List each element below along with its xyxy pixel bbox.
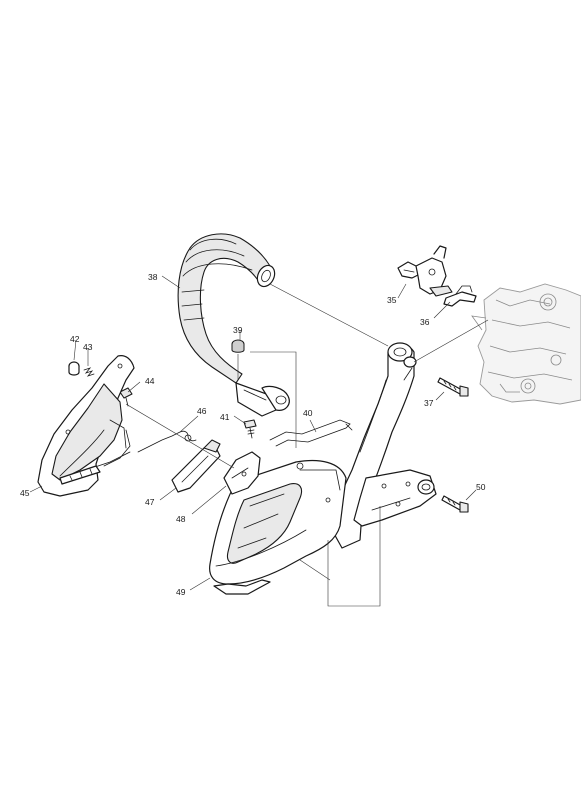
part-50-bolt xyxy=(441,495,469,513)
callout-50: 50 xyxy=(476,482,486,492)
part-37-bolt xyxy=(437,377,469,397)
callout-39: 39 xyxy=(233,325,243,335)
part-45-hand-guard xyxy=(37,355,135,497)
engine-housing-outline xyxy=(471,283,581,405)
part-38-front-handle-bar xyxy=(177,233,290,417)
callout-37: 37 xyxy=(424,398,434,408)
callout-labels: 35 36 37 38 39 40 41 42 43 44 45 46 47 4… xyxy=(20,272,486,597)
callout-43: 43 xyxy=(83,342,93,352)
part-48-guard-plate xyxy=(223,451,261,495)
part-47-latch-lever xyxy=(171,439,221,493)
part-42-bushing xyxy=(68,361,80,376)
part-43-spring xyxy=(83,367,95,377)
part-49-rear-handle-frame xyxy=(209,342,437,595)
callout-38: 38 xyxy=(148,272,158,282)
leader-lines xyxy=(29,275,489,607)
callout-42: 42 xyxy=(70,334,80,344)
part-39-bumper-cap xyxy=(231,339,245,380)
callout-48: 48 xyxy=(176,514,186,524)
callout-41: 41 xyxy=(220,412,230,422)
part-36-lever-clip xyxy=(443,285,477,307)
callout-49: 49 xyxy=(176,587,186,597)
callout-47: 47 xyxy=(145,497,155,507)
callout-36: 36 xyxy=(420,317,430,327)
callout-44: 44 xyxy=(145,376,155,386)
callout-35: 35 xyxy=(387,295,397,305)
part-46-wire-spring xyxy=(137,430,197,453)
part-35-trigger-assembly xyxy=(397,245,453,297)
callout-40: 40 xyxy=(303,408,313,418)
part-40-wire-rod xyxy=(269,419,353,447)
callout-45: 45 xyxy=(20,488,30,498)
callout-46: 46 xyxy=(197,406,207,416)
part-41-screw xyxy=(243,419,257,439)
